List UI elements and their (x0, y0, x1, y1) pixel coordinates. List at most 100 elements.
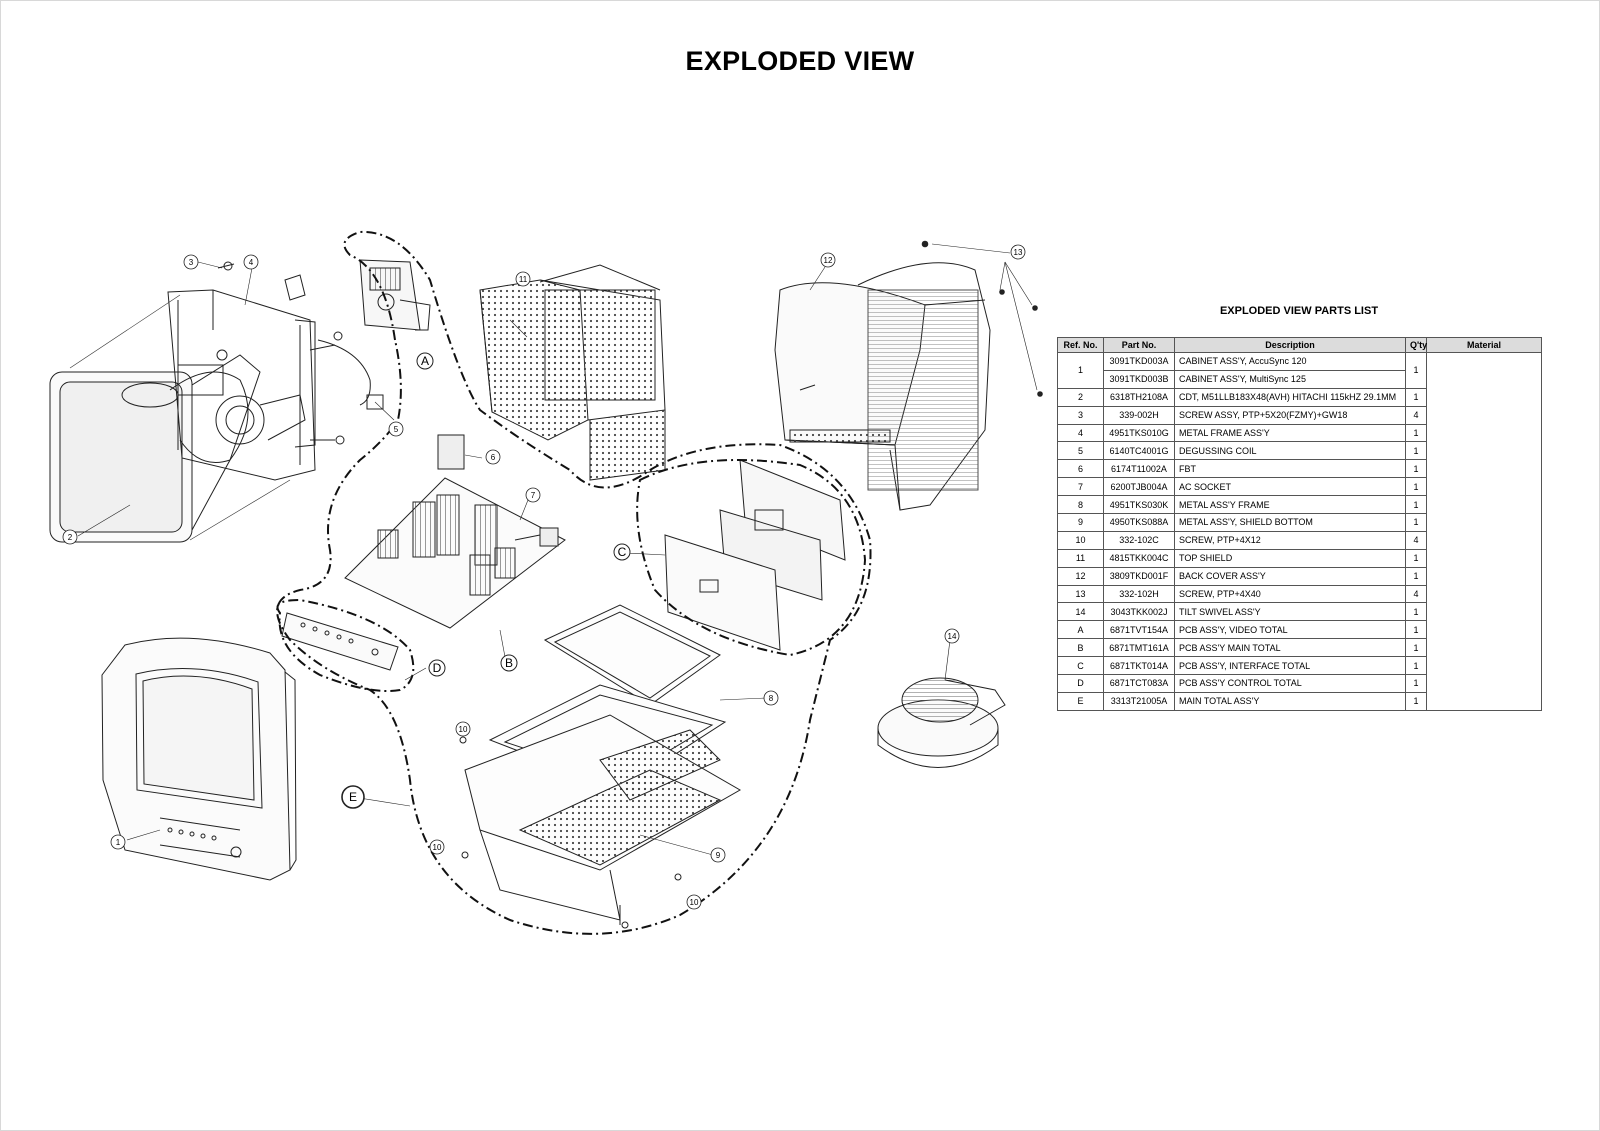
qty-cell: 1 (1405, 352, 1427, 389)
callout-label: 2 (68, 533, 73, 542)
part-no-cell: 6174T11002A (1103, 459, 1175, 479)
description-cell: METAL FRAME ASS'Y (1174, 423, 1406, 443)
callout-2: 2 (62, 529, 78, 545)
description-cell: PCB ASS'Y MAIN TOTAL (1174, 638, 1406, 658)
description-cell: METAL ASS'Y FRAME (1174, 495, 1406, 515)
part-no-cell: 3809TKD001F (1103, 566, 1175, 586)
callout-circle (686, 894, 702, 910)
screw-lines-13 (921, 240, 1043, 397)
callout-label: 10 (690, 898, 699, 907)
qty-cell: 1 (1405, 423, 1427, 443)
part-no-cell: 332-102C (1103, 530, 1175, 550)
callout-circle (428, 659, 446, 677)
part-no-cell: 3313T21005A (1103, 691, 1175, 711)
header-description: Description (1174, 337, 1406, 353)
material-cell (1426, 352, 1542, 711)
qty-cell: 1 (1405, 477, 1427, 497)
callout-11: 11 (515, 271, 531, 287)
ref-no-cell: 14 (1057, 602, 1104, 622)
part-no-cell: 4950TKS088A (1103, 513, 1175, 532)
part-no-cell: 3091TKD003B (1103, 369, 1175, 389)
qty-cell: 1 (1405, 459, 1427, 479)
callout-circle (110, 834, 126, 850)
callout-circle (62, 529, 78, 545)
back-cover-drawing (774, 262, 991, 511)
part-no-cell: 4951TKS010G (1103, 423, 1175, 443)
description-cell: TOP SHIELD (1174, 548, 1406, 568)
interface-board-drawing (664, 459, 846, 651)
callout-a: A (416, 352, 434, 370)
ref-no-cell: 10 (1057, 530, 1104, 550)
callout-circle (820, 252, 836, 268)
callout-10: 10 (455, 721, 471, 737)
part-no-cell: 6318TH2108A (1103, 387, 1175, 407)
callout-c: C (613, 543, 631, 561)
callout-circle (710, 847, 726, 863)
tilt-swivel-drawing (877, 677, 1006, 768)
ref-no-cell: 13 (1057, 584, 1104, 604)
description-cell: PCB ASS'Y CONTROL TOTAL (1174, 674, 1406, 693)
callout-circle (183, 254, 199, 270)
callout-d: D (428, 659, 446, 677)
callout-circle (341, 785, 365, 809)
callout-label: 10 (433, 843, 442, 852)
callout-12: 12 (820, 252, 836, 268)
ref-no-cell: E (1057, 691, 1104, 711)
callout-14: 14 (944, 628, 960, 644)
callout-circle (500, 654, 518, 672)
description-cell: DEGUSSING COIL (1174, 441, 1406, 461)
callout-6: 6 (485, 449, 501, 465)
page-title: EXPLODED VIEW (685, 46, 915, 76)
callout-10: 10 (686, 894, 702, 910)
callout-3: 3 (183, 254, 199, 270)
qty-cell: 1 (1405, 656, 1427, 676)
callout-label: 8 (769, 694, 774, 703)
part-no-cell: 3091TKD003A (1103, 352, 1175, 371)
description-cell: BACK COVER ASS'Y (1174, 566, 1406, 586)
header-ref-no: Ref. No. (1057, 337, 1104, 353)
control-board-drawing (281, 612, 399, 671)
ref-no-cell: D (1057, 674, 1104, 693)
ref-no-cell: A (1057, 620, 1104, 640)
callout-circle (485, 449, 501, 465)
mounting-lines (69, 294, 291, 541)
chassis-frame-drawing (459, 604, 742, 929)
callout-b: B (500, 654, 518, 672)
part-no-cell: 4815TKK004C (1103, 548, 1175, 568)
description-cell: SCREW, PTP+4X12 (1174, 530, 1406, 550)
callout-label: D (433, 661, 442, 675)
callout-circle (388, 421, 404, 437)
description-cell: SCREW, PTP+4X40 (1174, 584, 1406, 604)
description-cell: MAIN TOTAL ASS'Y (1174, 691, 1406, 711)
qty-cell: 1 (1405, 566, 1427, 586)
qty-cell: 4 (1405, 530, 1427, 550)
qty-cell: 1 (1405, 620, 1427, 640)
qty-cell: 1 (1405, 674, 1427, 693)
callout-10: 10 (429, 839, 445, 855)
part-no-cell: 6140TC4001G (1103, 441, 1175, 461)
callout-label: A (421, 354, 429, 368)
part-no-cell: 332-102H (1103, 584, 1175, 604)
ref-no-cell: 9 (1057, 513, 1104, 532)
ref-no-cell: C (1057, 656, 1104, 676)
callout-circle (613, 543, 631, 561)
qty-cell: 4 (1405, 584, 1427, 604)
ref-no-cell: 11 (1057, 548, 1104, 568)
callout-circle (525, 487, 541, 503)
callout-label: 11 (519, 275, 528, 284)
ref-no-cell: 1 (1057, 352, 1104, 389)
callout-4: 4 (243, 254, 259, 270)
crt-tube-drawing (49, 349, 306, 543)
header-material: Material (1426, 337, 1542, 353)
callout-label: 1 (116, 838, 121, 847)
callout-label: 7 (531, 491, 536, 500)
callout-e: E (341, 785, 365, 809)
qty-cell: 1 (1405, 441, 1427, 461)
